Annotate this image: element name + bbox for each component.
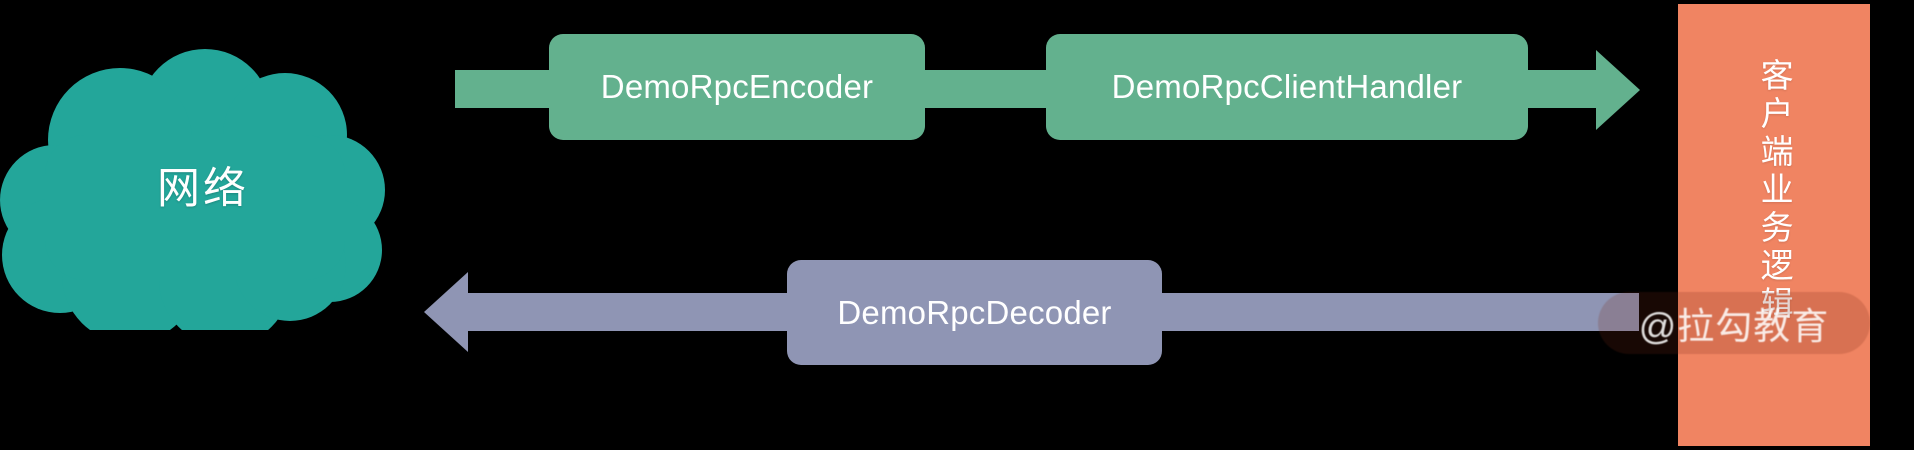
node-demo-rpc-encoder-label: DemoRpcEncoder xyxy=(600,68,874,105)
outbound-bar-segment-2 xyxy=(918,70,1054,108)
outbound-bar-segment-1 xyxy=(455,70,555,108)
node-demo-rpc-decoder[interactable]: DemoRpcDecoder xyxy=(787,260,1162,365)
inbound-bar-segment-1 xyxy=(462,293,792,331)
node-demo-rpc-encoder[interactable]: DemoRpcEncoder xyxy=(549,34,925,140)
inbound-bar-segment-2 xyxy=(1155,293,1639,331)
cloud-shape-icon xyxy=(0,49,385,330)
arrow-right-icon xyxy=(1596,50,1640,130)
client-business-logic-panel-label: 客户端业务逻辑 xyxy=(1756,58,1794,324)
client-business-logic-panel[interactable]: 客户端业务逻辑 xyxy=(1678,4,1870,446)
network-cloud: 网络 xyxy=(0,40,390,330)
node-demo-rpc-decoder-label: DemoRpcDecoder xyxy=(837,293,1112,331)
node-demo-rpc-client-handler[interactable]: DemoRpcClientHandler xyxy=(1046,34,1528,140)
outbound-bar-segment-3 xyxy=(1520,70,1602,108)
node-demo-rpc-client-handler-label: DemoRpcClientHandler xyxy=(1111,68,1463,105)
arrow-left-icon xyxy=(424,272,468,352)
